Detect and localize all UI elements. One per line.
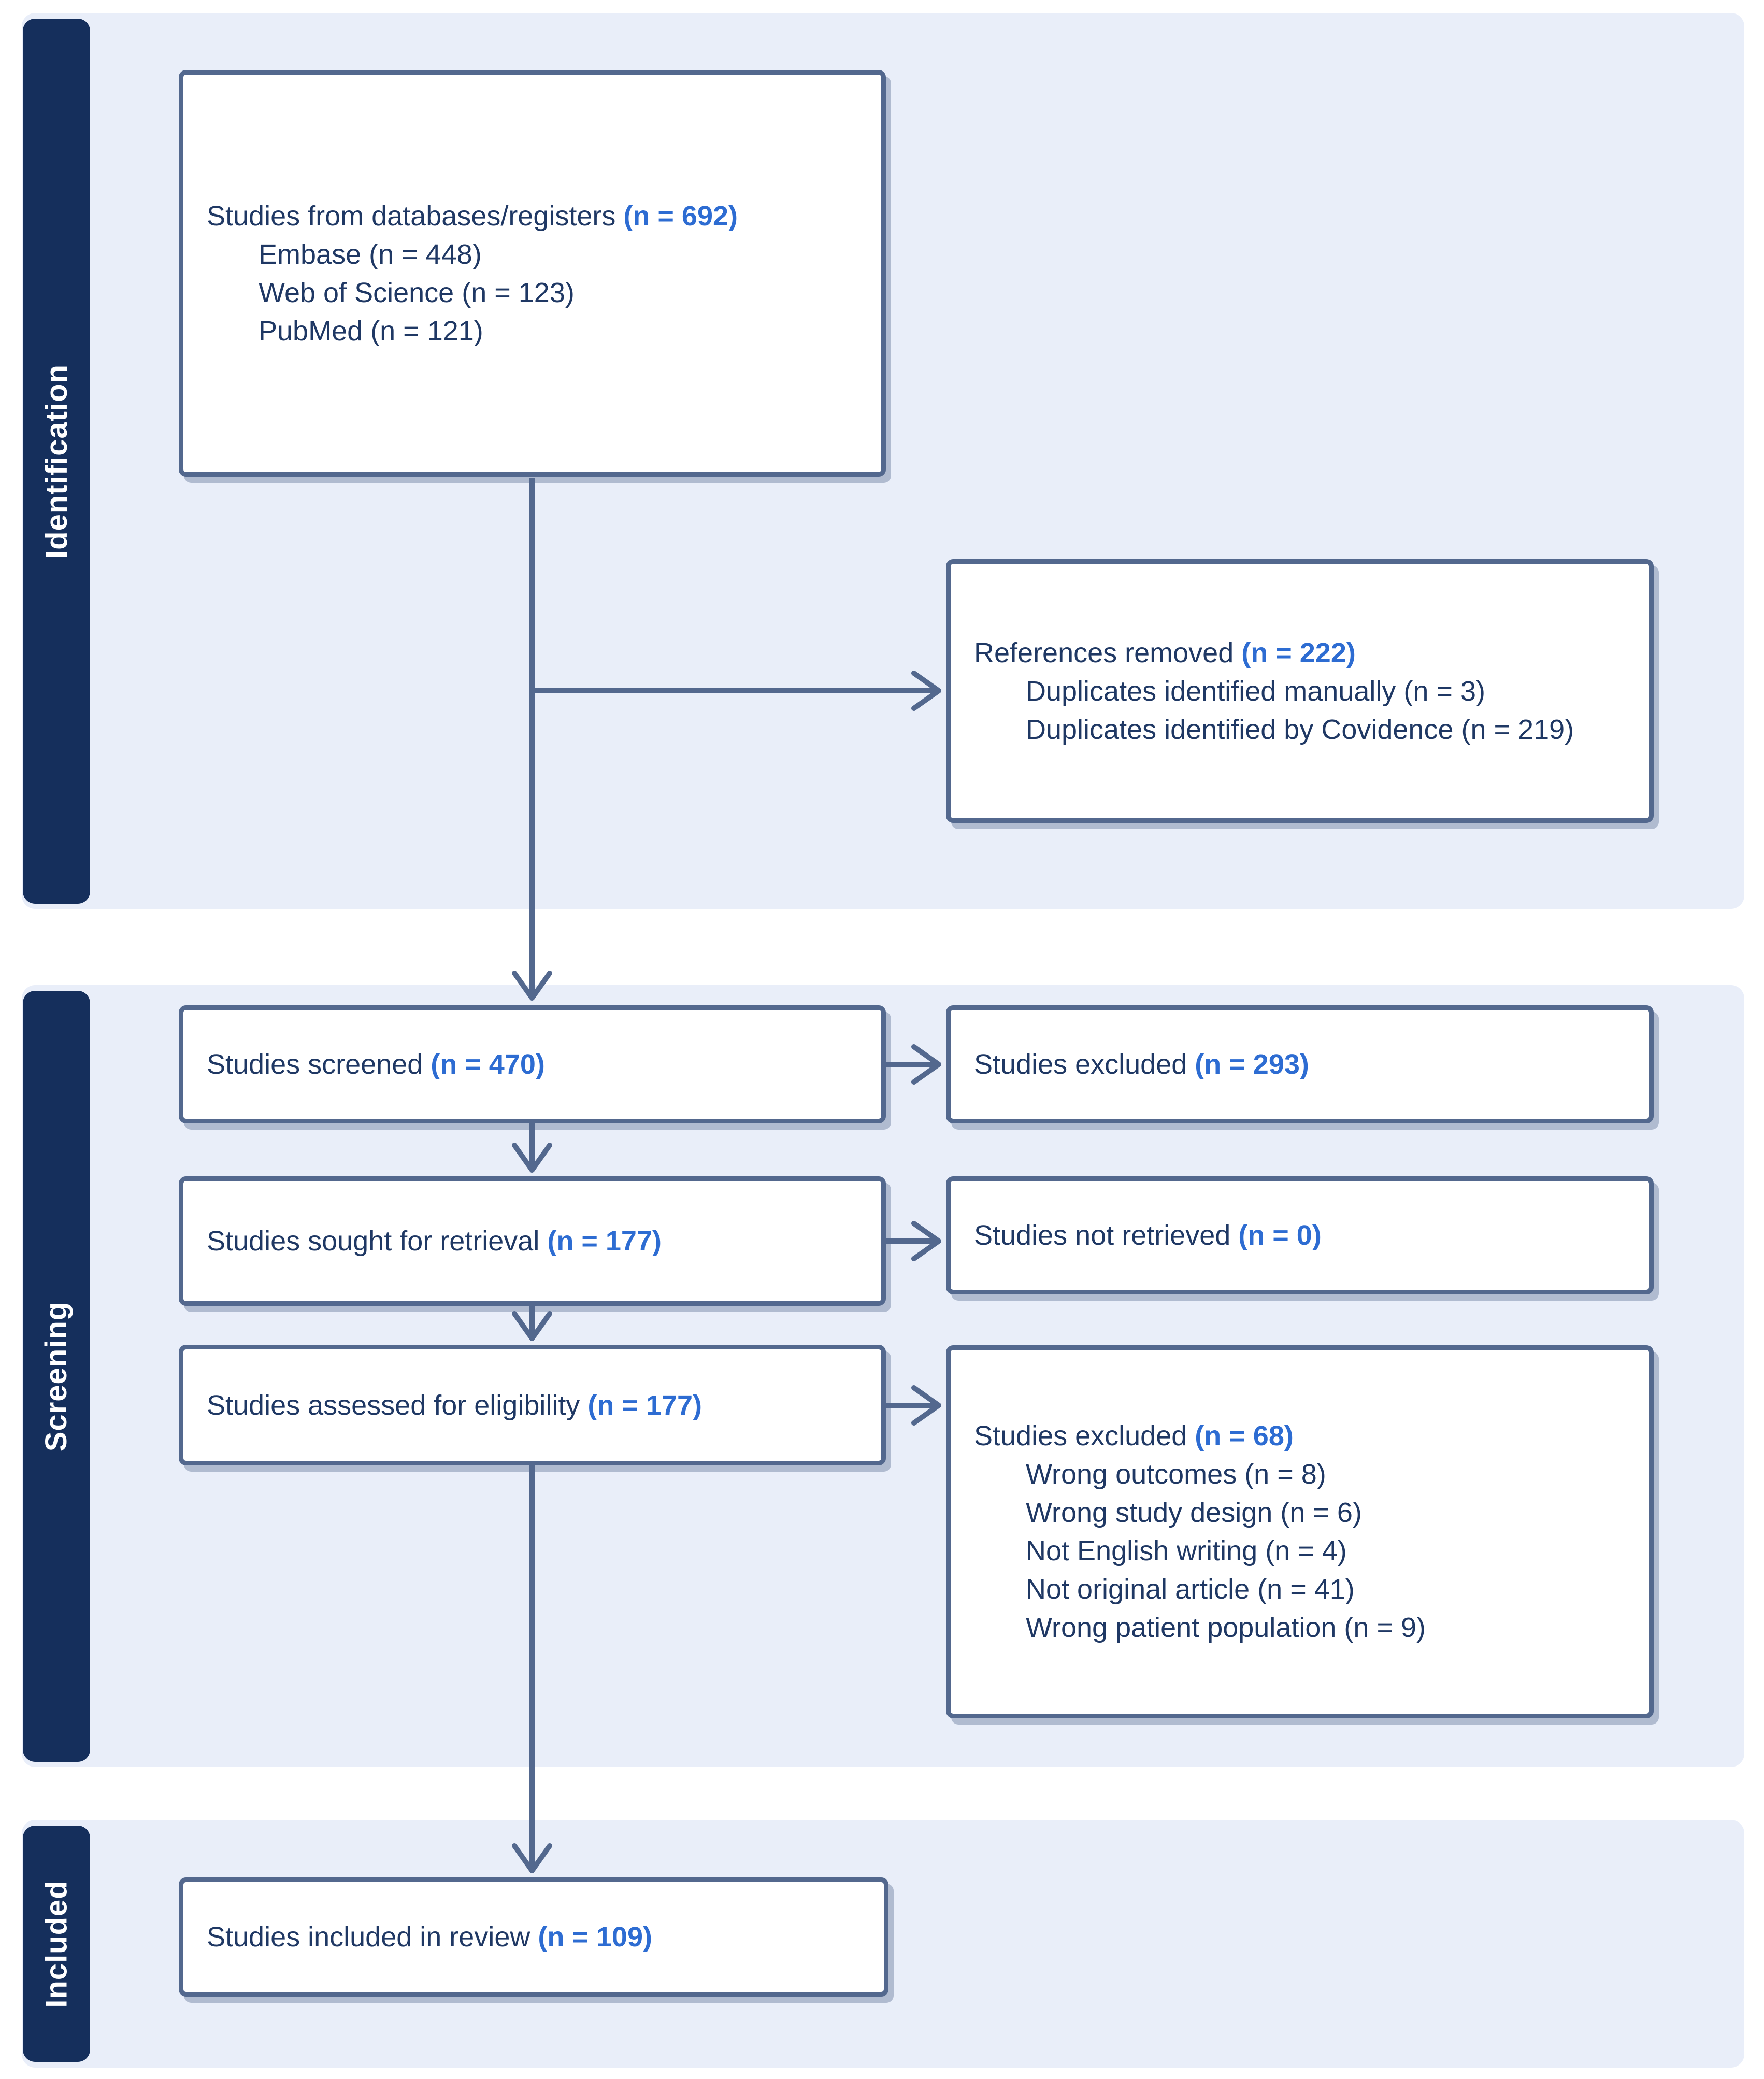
- box-title-text: Studies assessed for eligibility: [207, 1389, 580, 1421]
- box-title: Studies screened (n = 470): [207, 1045, 866, 1084]
- box-item: PubMed (n = 121): [259, 315, 483, 347]
- box-studies-not-retrieved: Studies not retrieved (n = 0): [946, 1176, 1654, 1294]
- box-studies-from-databases: Studies from databases/registers (n = 69…: [179, 70, 886, 477]
- box-title: Studies not retrieved (n = 0): [974, 1216, 1633, 1255]
- box-count: (n = 177): [587, 1389, 702, 1421]
- box-studies-excluded-eligibility: Studies excluded (n = 68) Wrong outcomes…: [946, 1345, 1654, 1718]
- box-item: Embase (n = 448): [259, 238, 482, 270]
- box-count: (n = 0): [1238, 1220, 1322, 1251]
- box-item: Duplicates identified by Covidence (n = …: [1026, 714, 1574, 745]
- box-item: Wrong patient population (n = 9): [1026, 1612, 1426, 1643]
- box-item: Wrong study design (n = 6): [1026, 1497, 1362, 1528]
- box-count: (n = 222): [1241, 637, 1356, 668]
- box-title-text: Studies screened: [207, 1049, 423, 1080]
- box-studies-screened: Studies screened (n = 470): [179, 1005, 886, 1123]
- section-tab-screening: Screening: [23, 991, 90, 1762]
- section-label-included: Included: [39, 1879, 74, 2008]
- section-label-identification: Identification: [39, 364, 74, 559]
- box-title-text: Studies included in review: [207, 1921, 530, 1953]
- box-item: Wrong outcomes (n = 8): [1026, 1459, 1326, 1490]
- box-item: Not English writing (n = 4): [1026, 1535, 1347, 1567]
- box-title-text: Studies excluded: [974, 1420, 1187, 1451]
- section-tab-included: Included: [23, 1826, 90, 2062]
- box-item: Not original article (n = 41): [1026, 1574, 1355, 1605]
- box-count: (n = 470): [431, 1049, 545, 1080]
- box-title-text: Studies not retrieved: [974, 1220, 1231, 1251]
- box-title: Studies excluded (n = 68): [974, 1417, 1633, 1455]
- box-title: Studies excluded (n = 293): [974, 1045, 1633, 1084]
- section-label-screening: Screening: [39, 1301, 74, 1451]
- box-studies-excluded-screening: Studies excluded (n = 293): [946, 1005, 1654, 1123]
- box-title-text: Studies sought for retrieval: [207, 1226, 540, 1257]
- box-count: (n = 109): [538, 1921, 652, 1953]
- box-title-text: References removed: [974, 637, 1234, 668]
- box-count: (n = 177): [547, 1226, 662, 1257]
- box-studies-sought: Studies sought for retrieval (n = 177): [179, 1176, 886, 1306]
- box-title-text: Studies from databases/registers: [207, 200, 616, 232]
- box-references-removed: References removed (n = 222) Duplicates …: [946, 559, 1654, 823]
- section-tab-identification: Identification: [23, 19, 90, 904]
- box-title: Studies sought for retrieval (n = 177): [207, 1222, 866, 1260]
- box-items: Wrong outcomes (n = 8) Wrong study design…: [974, 1455, 1633, 1647]
- box-item: Duplicates identified manually (n = 3): [1026, 675, 1485, 707]
- box-title: Studies assessed for eligibility (n = 17…: [207, 1386, 866, 1425]
- box-items: Duplicates identified manually (n = 3) Du…: [974, 672, 1633, 749]
- box-studies-included: Studies included in review (n = 109): [179, 1877, 888, 1997]
- box-count: (n = 692): [623, 200, 738, 232]
- box-title: References removed (n = 222): [974, 634, 1633, 672]
- box-count: (n = 68): [1195, 1420, 1294, 1451]
- box-count: (n = 293): [1195, 1049, 1309, 1080]
- box-title-text: Studies excluded: [974, 1049, 1187, 1080]
- box-items: Embase (n = 448) Web of Science (n = 123)…: [207, 235, 866, 350]
- box-title: Studies included in review (n = 109): [207, 1918, 868, 1956]
- box-studies-assessed: Studies assessed for eligibility (n = 17…: [179, 1345, 886, 1465]
- box-item: Web of Science (n = 123): [259, 277, 575, 308]
- box-title: Studies from databases/registers (n = 69…: [207, 197, 866, 235]
